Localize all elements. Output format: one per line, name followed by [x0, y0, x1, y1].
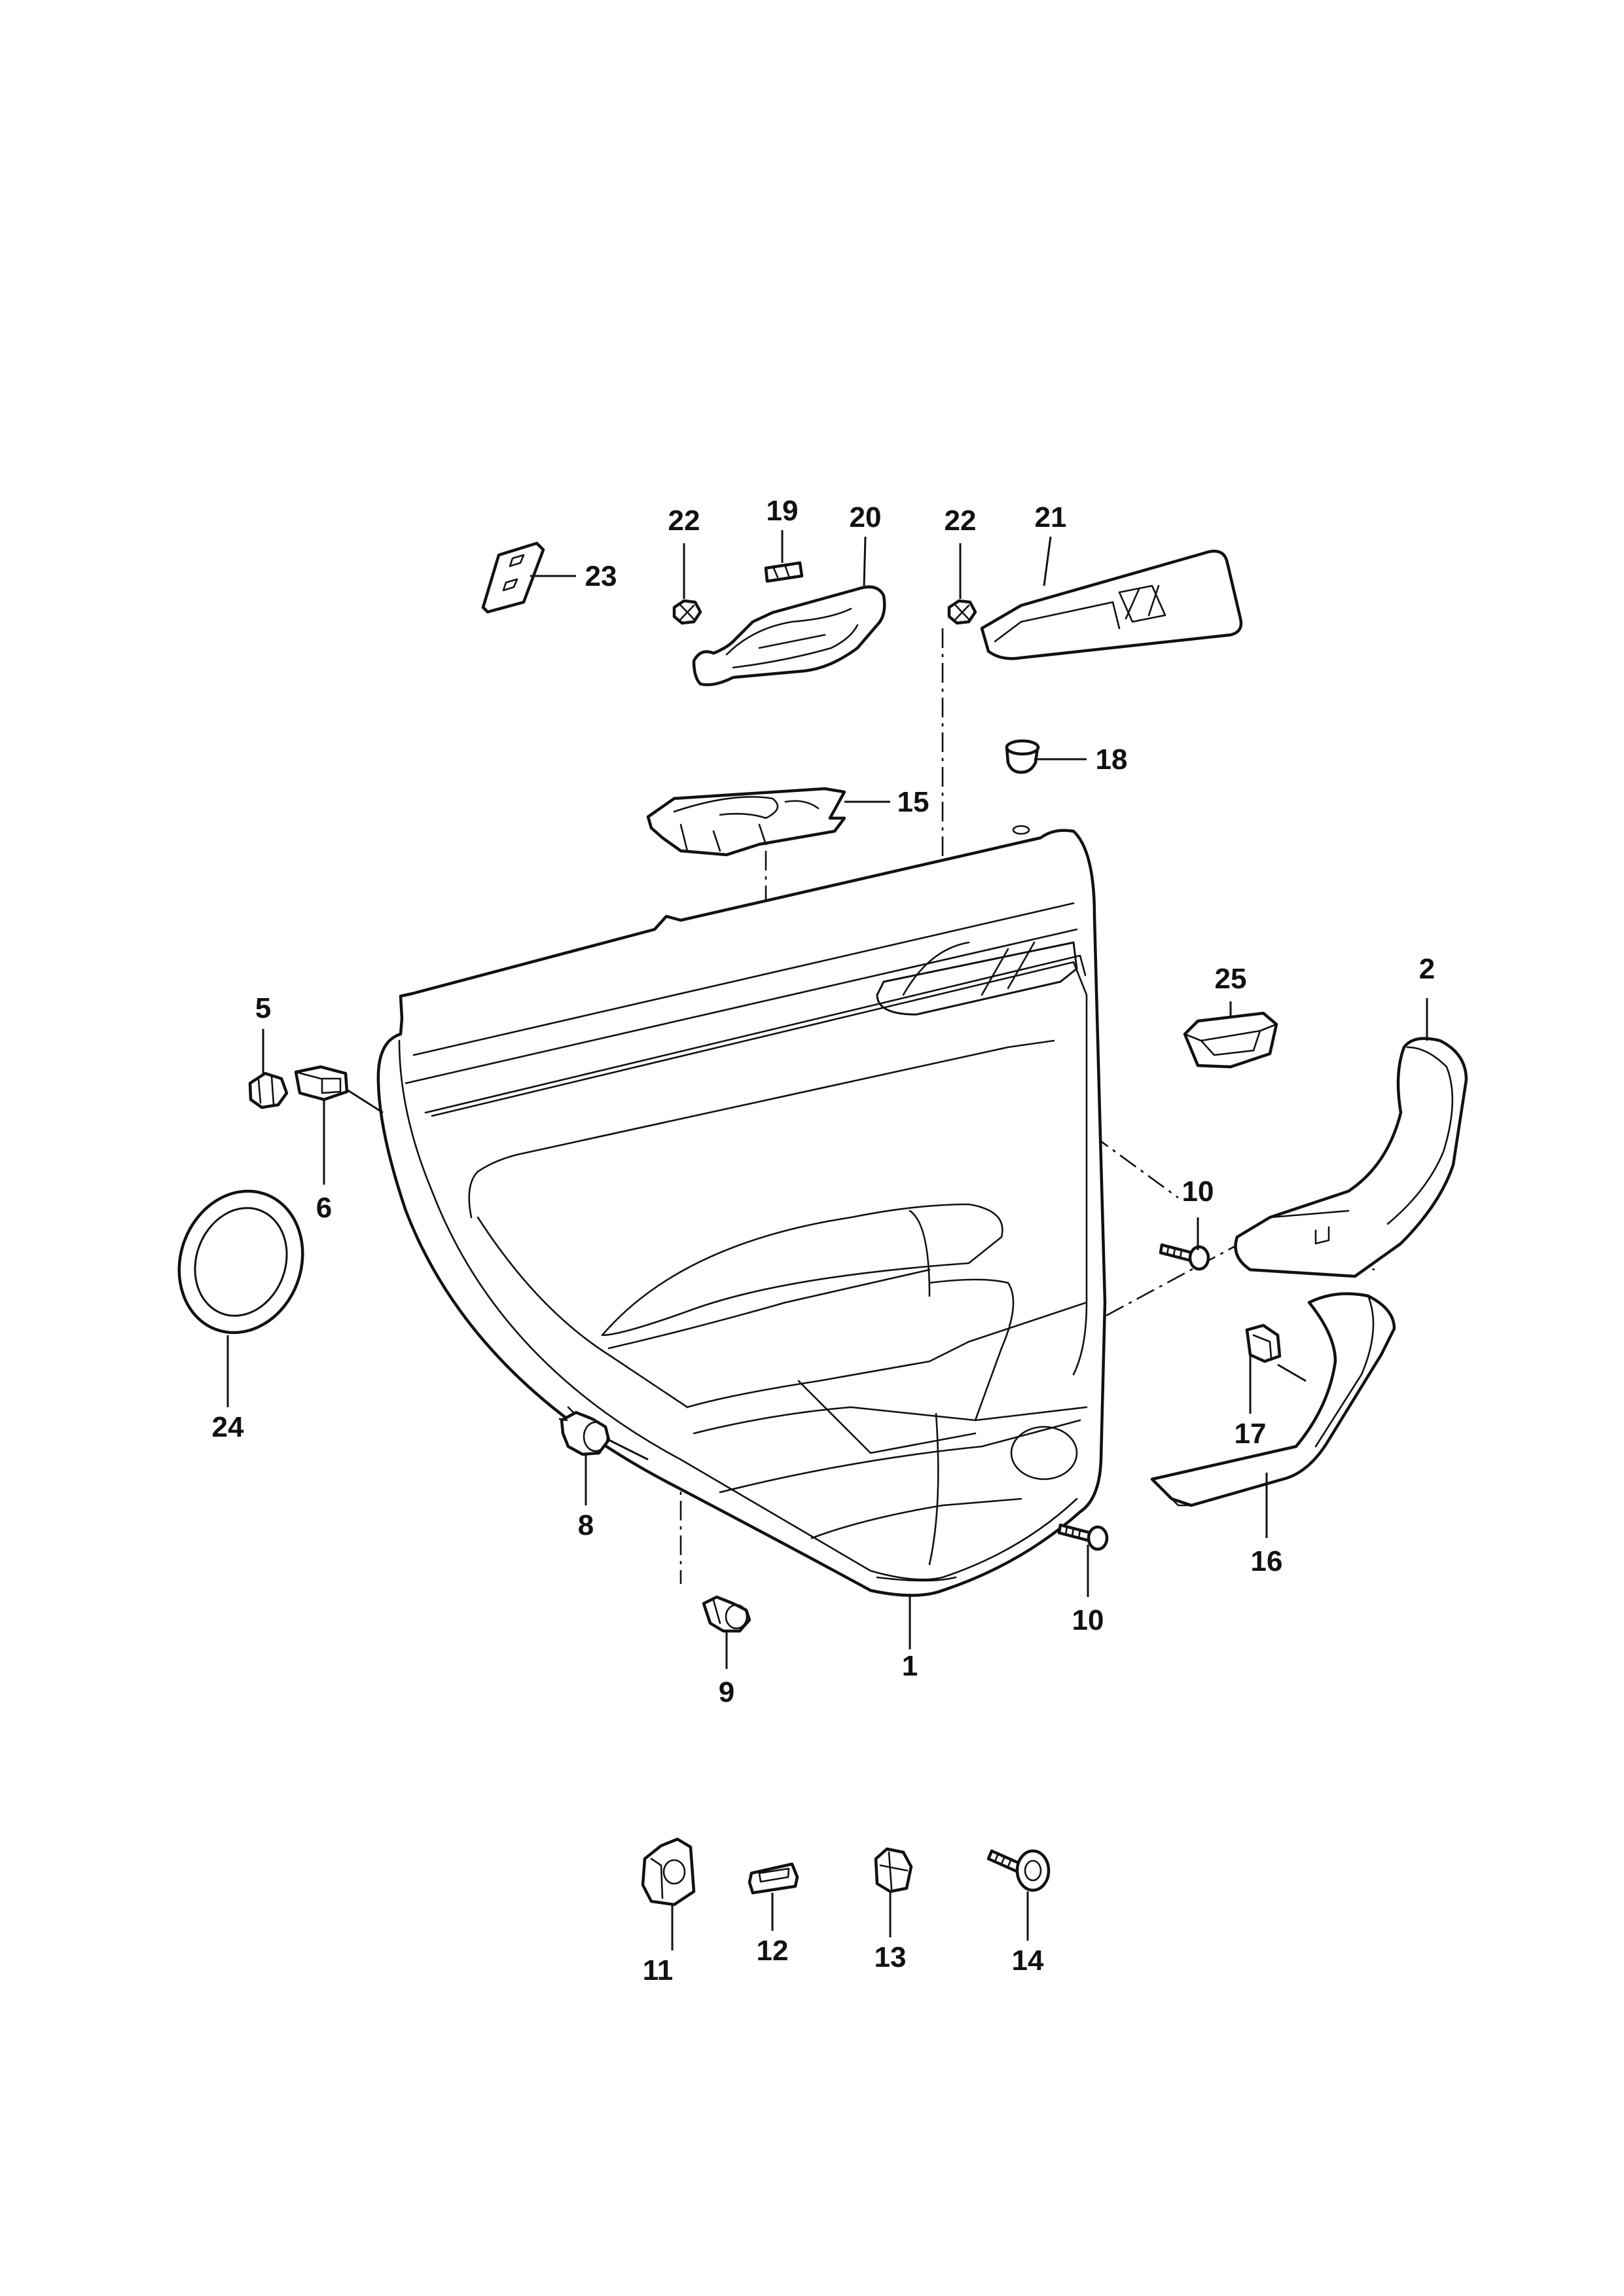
callout-16: 16	[1251, 1545, 1283, 1577]
screw-14	[986, 1849, 1051, 1892]
callout-10-lower: 10	[1072, 1604, 1104, 1636]
lower-trim-strip	[1150, 1292, 1396, 1507]
pad-23	[481, 541, 545, 614]
pull-handle-cover	[1234, 1037, 1468, 1278]
clip-13	[874, 1847, 913, 1893]
callout-1: 1	[902, 1650, 918, 1682]
handle-cover-trim	[980, 549, 1243, 660]
screw-10-lower	[1057, 1523, 1109, 1551]
rivet-22-right	[947, 599, 977, 625]
callout-5: 5	[255, 992, 271, 1024]
callout-20: 20	[850, 501, 882, 533]
callout-2: 2	[1419, 953, 1435, 985]
callout-22-right: 22	[945, 505, 977, 537]
plug	[1005, 739, 1040, 774]
callout-22-left: 22	[668, 505, 700, 537]
callout-23: 23	[585, 560, 617, 592]
switch-bezel	[1183, 1011, 1278, 1069]
callout-14: 14	[1012, 1945, 1044, 1977]
clip-9	[702, 1595, 751, 1633]
clip-11	[641, 1837, 696, 1907]
callout-8: 8	[578, 1509, 594, 1541]
grab-handle-insert	[646, 787, 846, 857]
clip-8	[558, 1406, 611, 1456]
callout-25: 25	[1215, 963, 1247, 995]
leader-lines	[226, 530, 1428, 1950]
callout-19: 19	[767, 495, 799, 527]
screw-10-upper	[1159, 1243, 1210, 1271]
callout-9: 9	[719, 1676, 734, 1708]
clip-17	[1245, 1323, 1282, 1363]
callout-13: 13	[875, 1941, 907, 1973]
inner-door-handle	[692, 585, 886, 687]
callout-15: 15	[897, 786, 929, 818]
rivet-22-left	[672, 599, 702, 625]
callout-6: 6	[316, 1192, 332, 1224]
clip-5	[248, 1071, 289, 1109]
callout-17: 17	[1235, 1418, 1267, 1450]
clip-6	[294, 1065, 349, 1102]
callout-21: 21	[1035, 501, 1067, 533]
clip-19	[764, 561, 804, 583]
clip-12	[748, 1862, 799, 1895]
callout-18: 18	[1096, 744, 1128, 776]
callout-10-upper: 10	[1182, 1175, 1214, 1208]
door-trim-panel	[376, 825, 1107, 1597]
callout-11: 11	[643, 1954, 674, 1986]
seal-ring	[177, 1189, 304, 1335]
callout-24: 24	[212, 1411, 244, 1443]
callout-12: 12	[757, 1935, 789, 1967]
callout-labels: 1 2 5 6 8 9 10 10 11 12 13 14 15 16 17 1…	[212, 495, 1435, 1986]
